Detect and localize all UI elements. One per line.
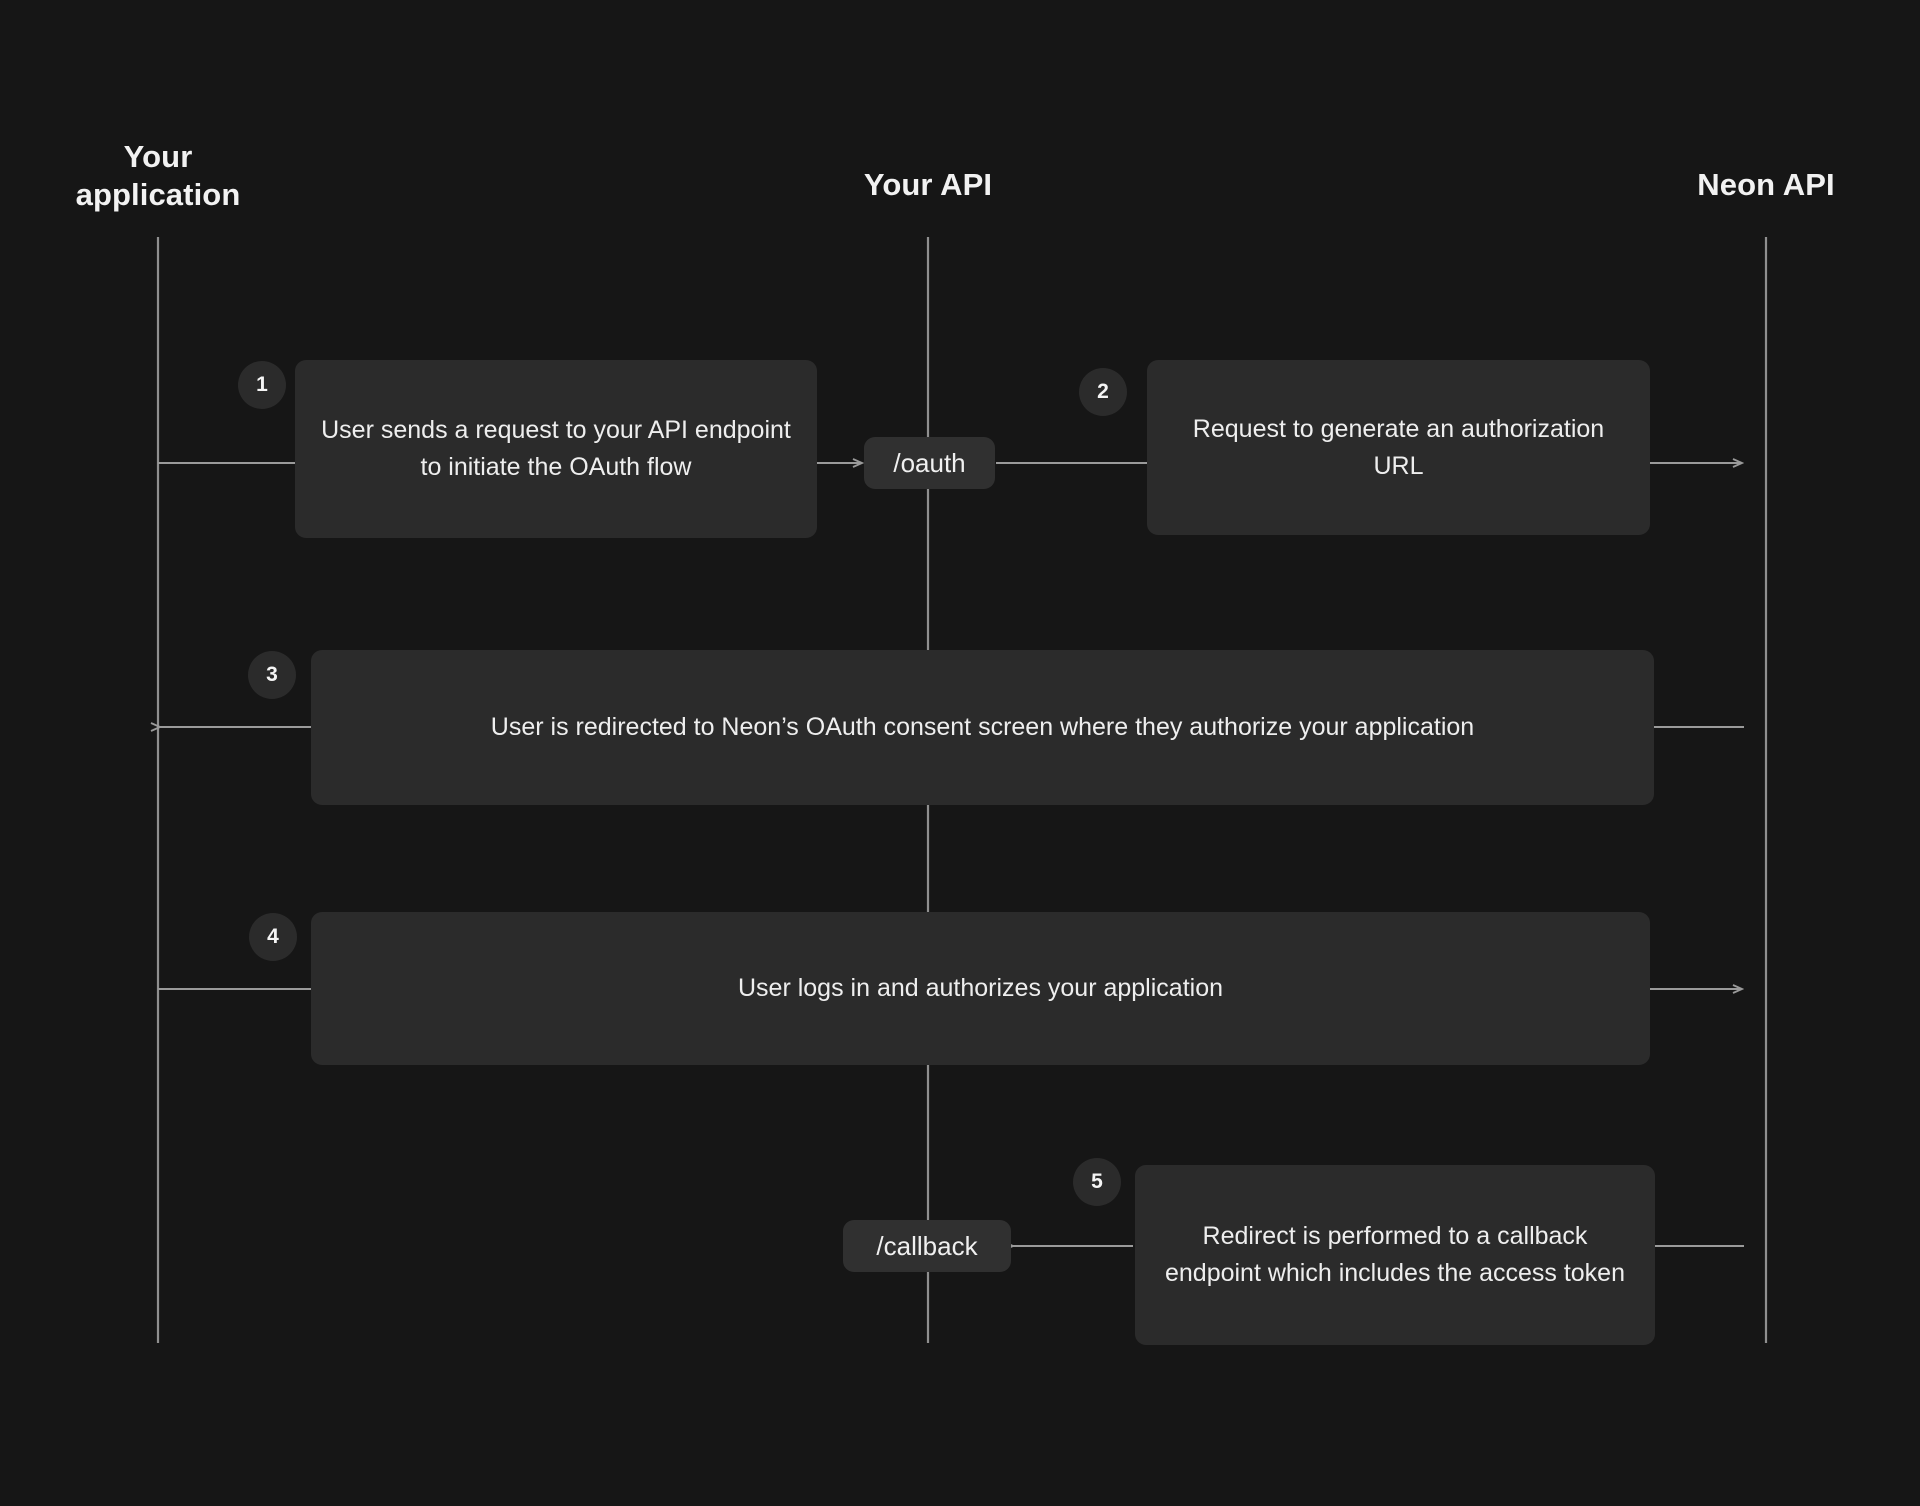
- step-badge-4: 4: [249, 913, 297, 961]
- message-box-step-3: User is redirected to Neon’s OAuth conse…: [311, 650, 1654, 805]
- message-box-step-5: Redirect is performed to a callback endp…: [1135, 1165, 1655, 1345]
- message-text-step-5: Redirect is performed to a callback endp…: [1164, 1222, 1625, 1287]
- message-text-step-2: Request to generate an authorization URL: [1192, 414, 1605, 480]
- message-box-step-1: User sends a request to your API endpoin…: [295, 360, 817, 538]
- message-text-step-4: User logs in and authorizes your applica…: [738, 974, 1223, 1003]
- endpoint-pill-callback[interactable]: /callback: [843, 1220, 1011, 1272]
- message-text-step-1: User sends a request to your API endpoin…: [321, 416, 791, 481]
- step-badge-1: 1: [238, 361, 286, 409]
- step-badge-3: 3: [248, 651, 296, 699]
- endpoint-pill-oauth[interactable]: /oauth: [864, 437, 995, 489]
- message-box-step-4: User logs in and authorizes your applica…: [311, 912, 1650, 1065]
- actor-header-neon-api: Neon API: [1697, 167, 1835, 202]
- message-box-step-2: Request to generate an authorization URL: [1147, 360, 1650, 535]
- message-text-step-3: User is redirected to Neon’s OAuth conse…: [490, 713, 1475, 742]
- actor-header-your-application: Your application: [75, 139, 241, 213]
- actor-header-your-api: Your API: [863, 167, 993, 202]
- step-badge-5: 5: [1073, 1158, 1121, 1206]
- step-badge-2: 2: [1079, 368, 1127, 416]
